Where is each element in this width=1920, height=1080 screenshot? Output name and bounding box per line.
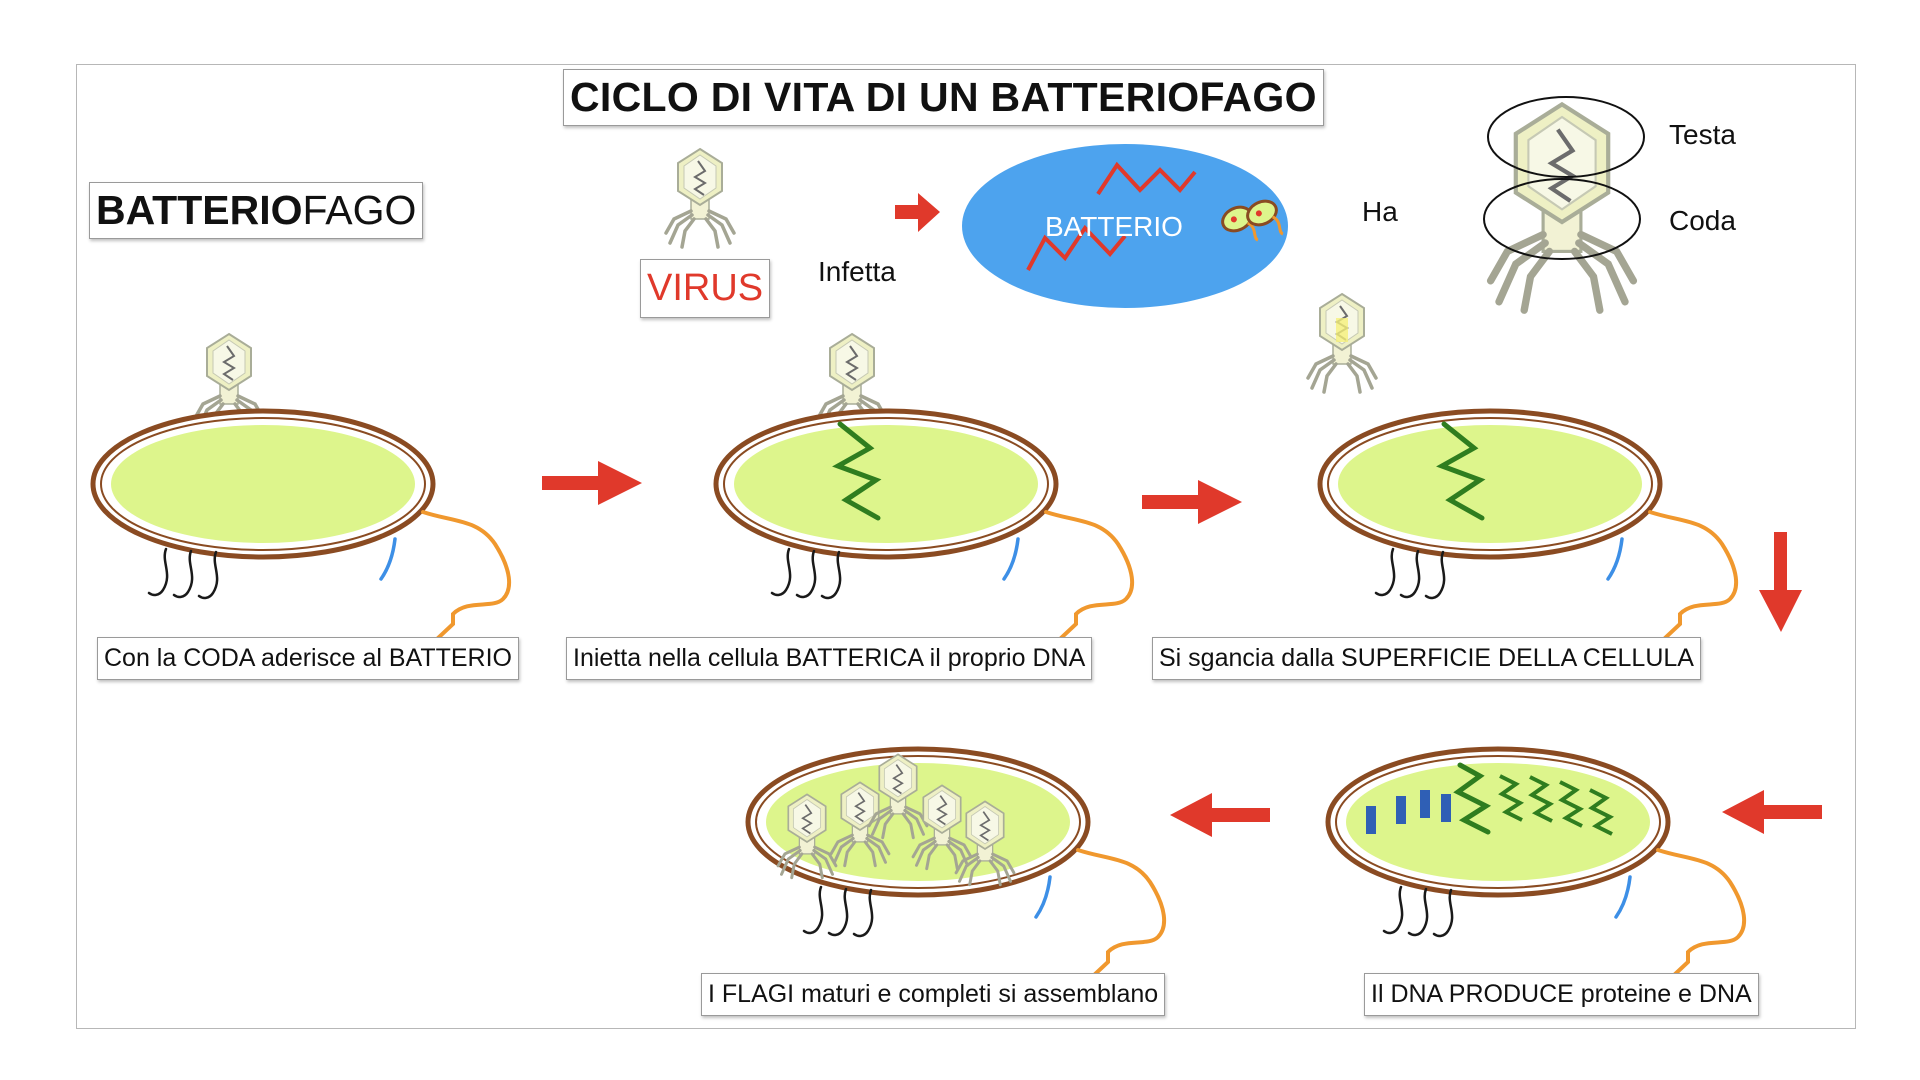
bacteriophage-label-regular: FAGO: [302, 187, 417, 233]
arrow-into-step4: [1722, 790, 1822, 834]
step1-cell: [93, 332, 509, 654]
arrow-step4-to-step5: [1170, 793, 1270, 837]
bacterium-illustration: [962, 144, 1288, 308]
arrow-step1-to-step2: [542, 461, 642, 505]
bacterium-label: BATTERIO: [1045, 211, 1183, 242]
virus-label: VIRUS: [640, 259, 771, 318]
bacteriophage-label: BATTERIOFAGO: [89, 182, 424, 239]
infects-label: Infetta: [818, 256, 896, 287]
step4-cell: [1328, 749, 1744, 992]
detached-phage-icon: [1306, 292, 1378, 394]
step2-cell: [716, 332, 1132, 654]
step2-caption: Inietta nella cellula BATTERICA il propr…: [566, 637, 1093, 680]
content-frame: [76, 64, 1856, 1029]
step3-caption: Si sgancia dalla SUPERFICIE DELLA CELLUL…: [1152, 637, 1701, 680]
virus-phage-icon: [664, 147, 736, 249]
infect-arrow: [895, 193, 940, 232]
bacteriophage-label-bold: BATTERIO: [96, 187, 303, 233]
step4-caption: Il DNA PRODUCE proteine e DNA: [1364, 973, 1759, 1016]
step3-cell: [1320, 411, 1736, 654]
arrow-step2-to-step3: [1142, 480, 1242, 524]
step5-caption: I FLAGI maturi e completi si assemblano: [701, 973, 1166, 1016]
tail-label: Coda: [1669, 205, 1736, 236]
phage-parts-diagram: [1483, 96, 1645, 310]
head-label: Testa: [1669, 119, 1736, 150]
step1-caption: Con la CODA aderisce al BATTERIO: [97, 637, 520, 680]
has-label: Ha: [1362, 196, 1398, 227]
page-title: CICLO DI VITA DI UN BATTERIOFAGO: [563, 69, 1324, 126]
step5-cell: [748, 749, 1164, 992]
arrow-step3-to-step4: [1759, 532, 1802, 632]
